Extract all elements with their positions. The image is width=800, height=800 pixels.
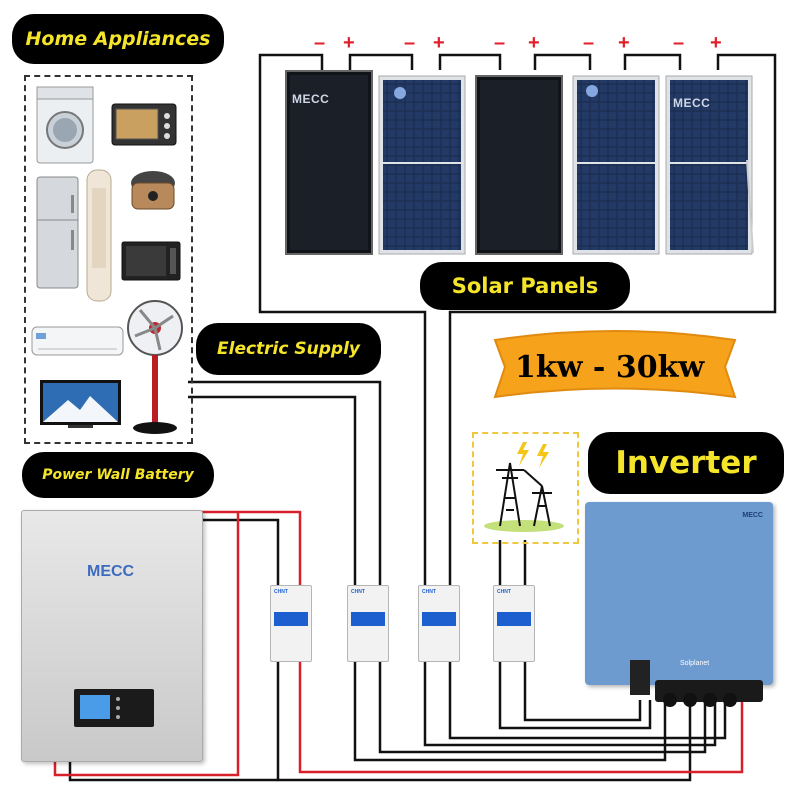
- battery-bottom-red: [53, 512, 240, 777]
- solar-panels-label: Solar Panels: [420, 262, 630, 310]
- power-range-banner: [493, 330, 737, 399]
- solar-panel-4: [572, 75, 660, 255]
- bottom-wire-6: [498, 660, 652, 730]
- panel-5-plus: +: [710, 32, 722, 54]
- power-wall-battery-label: Power Wall Battery: [22, 452, 214, 498]
- inverter-unit: MECC Solplanet: [585, 502, 773, 685]
- solar-panel-3: [475, 75, 563, 255]
- solar-panel-5: [665, 75, 754, 255]
- home-appliances-label: Home Appliances: [12, 14, 224, 64]
- panel-4-minus: –: [583, 32, 595, 54]
- solar-panel-1: [285, 70, 373, 255]
- breaker-grid[interactable]: CHNT: [493, 585, 535, 662]
- panel-link-2: [438, 53, 502, 70]
- inverter-maker: Solplanet: [680, 660, 710, 667]
- battery-display: [74, 689, 154, 727]
- appliances-box: [24, 75, 193, 444]
- solar-panel-2: [378, 75, 466, 255]
- washing-machine-icon: [36, 86, 94, 164]
- supply-wire-2: [188, 395, 357, 590]
- battery-logo: MECC: [87, 563, 135, 580]
- panel-3-minus: –: [494, 32, 506, 54]
- panel-2-plus: +: [433, 32, 445, 54]
- bottom-wire-4: [423, 660, 717, 747]
- television-icon: [40, 380, 121, 428]
- battery-bottom-black: [68, 762, 278, 782]
- air-purifier-icon: [86, 169, 112, 302]
- bottom-wire-7: [523, 660, 642, 722]
- refrigerator-icon: [36, 176, 79, 289]
- bottom-wire-2: [353, 660, 667, 762]
- oven-icon: [111, 103, 177, 146]
- supply-wire-1: [188, 380, 382, 590]
- bottom-wire-5: [448, 660, 727, 740]
- power-tower-icon: [484, 462, 564, 532]
- grid-box: [472, 432, 579, 544]
- solar-frame-wire-right: [448, 53, 777, 590]
- lightning-icon: [517, 442, 549, 468]
- battery-wire-red: [200, 510, 302, 590]
- panel-4-plus: +: [618, 32, 630, 54]
- breaker-solar[interactable]: CHNT: [418, 585, 460, 662]
- bottom-wire-3: [378, 660, 707, 754]
- standing-fan-icon: [127, 300, 183, 434]
- panel-3-plus: +: [528, 32, 540, 54]
- microwave-icon: [121, 241, 181, 281]
- power-wall-battery: MECC: [21, 510, 203, 762]
- red-bottom-wire: [298, 660, 744, 774]
- solar-frame-wire-left: [258, 53, 427, 590]
- panel-1-plus: +: [343, 32, 355, 54]
- inverter-connectors: [630, 660, 763, 707]
- panel-link-3: [533, 53, 592, 70]
- breaker-supply[interactable]: CHNT: [347, 585, 389, 662]
- panel-2-minus: –: [404, 32, 416, 54]
- panel-1-minus: –: [314, 32, 326, 54]
- panel-5-minus: –: [673, 32, 685, 54]
- breaker-battery[interactable]: CHNT: [270, 585, 312, 662]
- panel-link-4: [623, 53, 682, 70]
- panel-link-1: [348, 53, 414, 70]
- battery-wire-black: [200, 518, 280, 590]
- panel-5-logo: MECC: [673, 96, 711, 110]
- panel-1-logo: MECC: [292, 92, 330, 106]
- rice-cooker-icon: [131, 171, 175, 210]
- air-conditioner-icon: [31, 326, 124, 356]
- power-range-text: 1kw - 30kw: [515, 350, 705, 385]
- inverter-logo: MECC: [742, 512, 763, 519]
- electric-supply-label: Electric Supply: [196, 323, 381, 375]
- bottom-wire-1: [276, 660, 692, 782]
- inverter-label: Inverter: [588, 432, 784, 494]
